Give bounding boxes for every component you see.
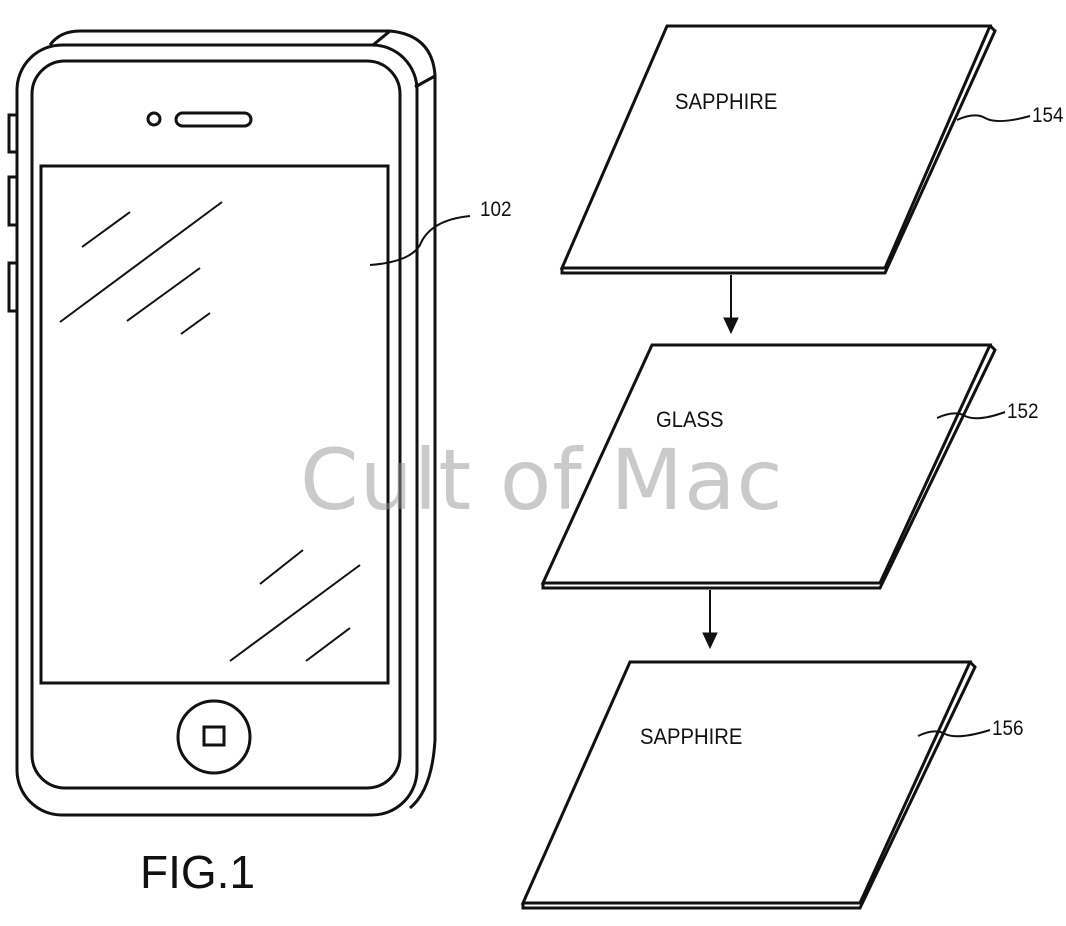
phone-back-edge <box>48 29 437 810</box>
layer-label-top: SAPPHIRE <box>675 89 778 114</box>
camera-icon <box>146 111 162 127</box>
phone-face <box>30 59 402 790</box>
home-button <box>176 699 252 775</box>
side-button <box>7 261 19 313</box>
speaker-grille <box>174 111 253 128</box>
reference-102: 102 <box>480 198 512 221</box>
glass-plate <box>540 343 993 585</box>
phone-drawing <box>7 29 471 817</box>
layer-label-bottom: SAPPHIRE <box>640 724 743 749</box>
side-button <box>7 175 19 227</box>
leader-102 <box>369 215 471 266</box>
leader-152 <box>936 411 1006 420</box>
reference-154: 154 <box>1032 104 1064 127</box>
home-button-square <box>202 725 226 747</box>
figure-label: FIG.1 <box>140 846 256 898</box>
side-button <box>7 113 19 154</box>
phone-outer-frame <box>15 43 419 817</box>
sapphire-bottom-plate <box>520 660 973 905</box>
reference-152: 152 <box>1007 400 1039 423</box>
watermark: Cult of Mac <box>300 431 784 529</box>
leader-154 <box>956 114 1031 122</box>
sapphire-top-plate <box>559 24 993 270</box>
leader-156 <box>917 729 991 738</box>
layer-stack-drawing <box>520 24 1031 910</box>
phone-screen <box>39 164 390 685</box>
layer-label-middle: GLASS <box>656 407 724 432</box>
reference-156: 156 <box>992 717 1024 740</box>
